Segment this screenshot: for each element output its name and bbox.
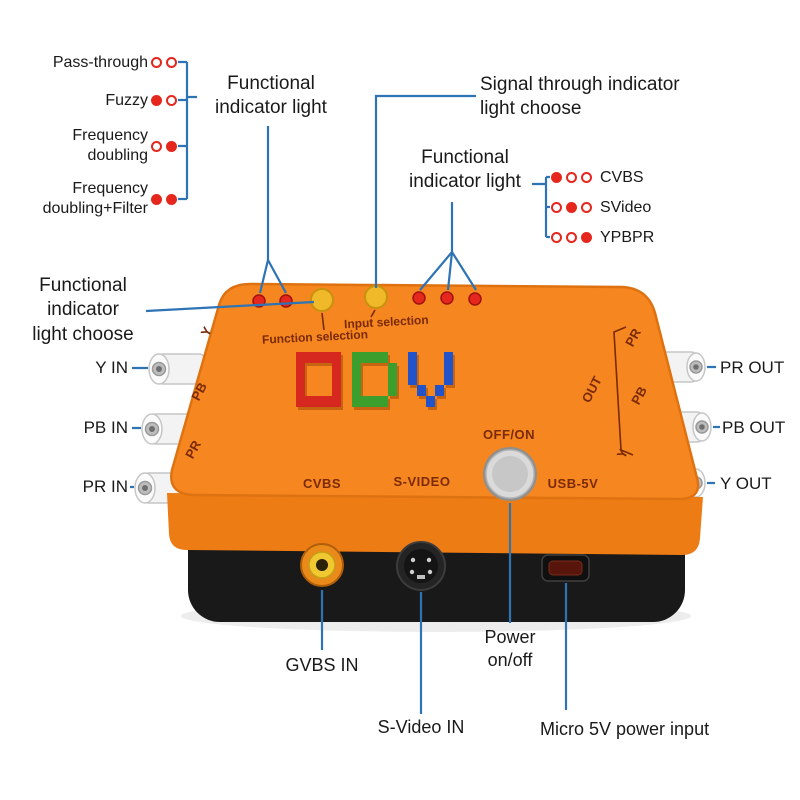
led-state-dot (151, 141, 162, 152)
legend-freq-filter-dots (151, 194, 177, 205)
micro-usb-port (541, 554, 590, 582)
led-state-dot (566, 172, 577, 183)
logo-letter-v (408, 352, 453, 407)
callout-power-onoff: Power on/off (484, 627, 536, 671)
selection-buttons (310, 285, 388, 312)
input-led-1 (412, 291, 426, 305)
led-state-dot (151, 57, 162, 68)
led-state-dot (551, 172, 562, 183)
callout-functional-indicator-1: Functional indicator light (215, 73, 327, 119)
callout-svideo-in: S-Video IN (377, 717, 465, 737)
led-state-dot (566, 232, 577, 243)
input-selection-button (364, 285, 388, 309)
output-port-lines (707, 365, 720, 485)
led-state-dot (166, 95, 177, 106)
indicator-leds (252, 291, 482, 308)
logo-letter-o (296, 352, 341, 407)
legend-freq-doubling-label: Frequency doubling (72, 127, 148, 164)
device-top-face (170, 282, 700, 501)
input-led-2 (440, 291, 454, 305)
function-selection-tick (321, 312, 325, 331)
led-state-dot (581, 202, 592, 213)
annotation-lines (130, 60, 720, 714)
legend-freq-filter-label: Frequency doubling+Filter (42, 180, 148, 217)
functional1-fork-line (258, 126, 287, 294)
legend-fuzzy-label: Fuzzy (105, 92, 148, 109)
input-port-lines (130, 366, 148, 489)
right-legend-bracket (532, 175, 550, 239)
power-button (483, 447, 537, 501)
led-state-dot (166, 194, 177, 205)
callout-y-in: Y IN (95, 358, 128, 377)
cvbs-jack (300, 543, 344, 587)
usb-5v-label: USB-5V (547, 476, 599, 491)
legend-ypbpr-label: YPBPR (600, 229, 655, 246)
off-on-label: OFF/ON (482, 427, 536, 442)
callout-micro-5v: Micro 5V power input (540, 719, 710, 739)
callout-light-choose: Functional indicator light choose (32, 275, 134, 345)
legend-pass-through-dots (151, 57, 177, 68)
callout-pb-in: PB IN (83, 418, 128, 437)
callout-signal-through: Signal through indicator light choose (480, 74, 680, 120)
out-bracket (613, 326, 634, 456)
bottom-callout-lines (320, 503, 568, 714)
function-led-2 (279, 294, 293, 308)
legend-svideo-dots (551, 202, 592, 213)
y-in-connector (148, 353, 207, 385)
left-legend-bracket (178, 60, 197, 201)
led-state-dot (151, 95, 162, 106)
legend-ypbpr-dots (551, 232, 592, 243)
legend-fuzzy-dots (151, 95, 177, 106)
legend-svideo-label: SVideo (600, 199, 652, 216)
legend-cvbs-dots (551, 172, 592, 183)
input-selection-tick (370, 309, 376, 318)
function-selection-button (310, 288, 334, 312)
callout-y-out: Y OUT (720, 474, 772, 493)
device-marks (321, 309, 634, 456)
led-state-dot (551, 202, 562, 213)
signal-through-line (374, 94, 476, 288)
functional2-fork-line (419, 202, 477, 291)
led-state-dot (581, 172, 592, 183)
led-state-dot (166, 141, 177, 152)
input-led-3 (468, 292, 482, 306)
led-state-dot (166, 57, 177, 68)
callout-gvbs-in: GVBS IN (285, 655, 359, 675)
led-state-dot (151, 194, 162, 205)
led-state-dot (566, 202, 577, 213)
led-state-dot (551, 232, 562, 243)
light-choose-line (145, 300, 315, 313)
s-video-label: S-VIDEO (393, 474, 451, 489)
callout-pb-out: PB OUT (722, 418, 786, 437)
cvbs-label: CVBS (302, 476, 342, 491)
callout-pr-in: PR IN (82, 477, 128, 496)
legend-pass-through-label: Pass-through (52, 54, 148, 71)
s-video-connector (396, 541, 446, 591)
callout-functional-indicator-2: Functional indicator light (409, 147, 521, 193)
callout-pr-out: PR OUT (720, 358, 785, 377)
logo-letter-d (352, 352, 397, 407)
legend-freq-doubling-dots (151, 141, 177, 152)
legend-cvbs-label: CVBS (600, 169, 644, 186)
led-state-dot (581, 232, 592, 243)
device-front-face (167, 493, 703, 555)
